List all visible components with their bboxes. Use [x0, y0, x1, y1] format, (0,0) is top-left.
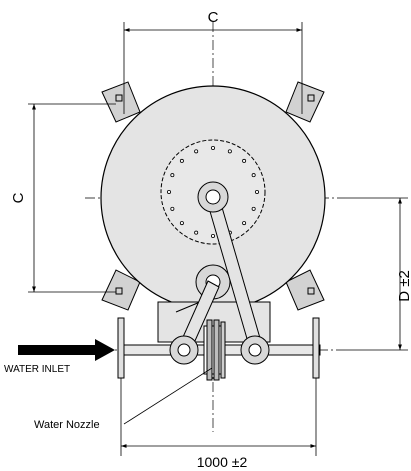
flange-bolt	[242, 158, 247, 163]
flange-bolt	[166, 189, 171, 194]
dimension-top	[123, 22, 303, 114]
flange-bolt	[242, 221, 247, 226]
pipe-flange-right	[240, 335, 270, 365]
support-bracket-top-left	[101, 81, 141, 123]
flange-bolt	[210, 233, 215, 238]
dim-label-bottom: 1000 ±2	[197, 454, 248, 470]
flange-bolt	[254, 189, 259, 194]
water-inlet-arrow	[18, 339, 115, 361]
water-inlet-label: WATER INLET	[4, 364, 70, 375]
dimension-left	[28, 103, 116, 293]
dim-label-right: D ±2	[396, 270, 411, 302]
water-nozzle-leader	[123, 367, 213, 425]
flange-bolt	[194, 149, 199, 154]
dim-label-left: C	[10, 192, 27, 203]
flange-bolt	[227, 149, 232, 154]
flange-bolts	[166, 145, 259, 238]
flange-bolt	[194, 230, 199, 235]
dim-label-top: C	[208, 9, 219, 26]
flange-bolt	[210, 145, 215, 150]
flange-bolt	[251, 206, 256, 211]
pipe-flange-left	[169, 335, 199, 365]
flange-bolt	[179, 221, 184, 226]
support-bracket-top-right	[285, 81, 325, 123]
flange-bolt	[251, 173, 256, 178]
center-nozzle-bore	[205, 189, 221, 205]
dimension-right	[345, 197, 408, 351]
support-bracket-bottom-right	[285, 269, 325, 311]
dimension-bottom	[120, 378, 317, 456]
water-nozzle-valve	[203, 319, 226, 381]
flange-bolt	[170, 206, 175, 211]
flange-bolt	[170, 173, 175, 178]
water-nozzle-label: Water Nozzle	[34, 419, 100, 431]
flange-bolt	[179, 158, 184, 163]
